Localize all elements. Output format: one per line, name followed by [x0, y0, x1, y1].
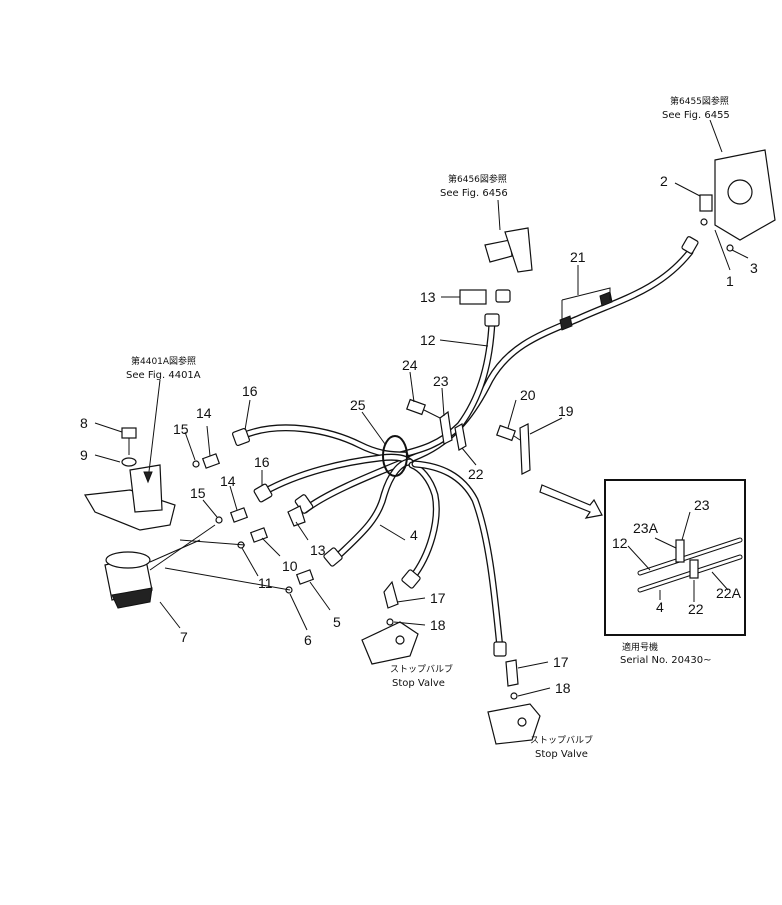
part-number-15-lower: 15 — [190, 485, 206, 501]
part-number-14-lower: 14 — [220, 473, 236, 489]
stop-valve-left — [361, 580, 419, 665]
part-number-10: 10 — [282, 558, 298, 574]
part-number-13-upper: 13 — [420, 289, 436, 305]
part-number-17-left: 17 — [430, 590, 446, 606]
inset-caption-en: Serial No. 20430~ — [620, 655, 711, 666]
stop-valve-left-en: Stop Valve — [392, 678, 445, 689]
part-number-16-lower: 16 — [254, 454, 270, 470]
inset-label-4: 4 — [656, 599, 664, 615]
bracket — [84, 379, 176, 531]
part-number-21: 21 — [570, 249, 586, 265]
inset-label-23a: 23A — [633, 520, 659, 536]
hose-group — [238, 248, 694, 652]
upper-fittings — [459, 227, 533, 305]
inset-box — [604, 479, 746, 636]
part-number-1: 1 — [726, 273, 734, 289]
inset-label-22: 22 — [688, 601, 704, 617]
part-number-17-right: 17 — [553, 654, 569, 670]
clamps-center — [406, 398, 531, 475]
inset-arrow — [539, 484, 603, 519]
pump-7 — [104, 524, 216, 609]
inset-labels: 12 23A 23 4 22 22A 適用号機 Serial No. 20430… — [612, 497, 742, 666]
fig-4401a-ref-jp: 第4401A図参照 — [131, 355, 196, 367]
hose-21-clamps — [559, 287, 613, 331]
small-fittings — [164, 453, 315, 594]
part-number-6: 6 — [304, 632, 312, 648]
part-number-11: 11 — [258, 575, 273, 591]
part-number-4: 4 — [410, 527, 418, 543]
inset-label-23: 23 — [694, 497, 710, 513]
fig-6455-ref-jp: 第6455図参照 — [670, 95, 729, 107]
fig-6456-ref-jp: 第6456図参照 — [448, 173, 507, 185]
part-number-18-left: 18 — [430, 617, 446, 633]
stop-valve-left-jp: ストップバルブ — [390, 663, 453, 675]
inset-caption-jp: 適用号機 — [622, 641, 658, 653]
part-number-20: 20 — [520, 387, 536, 403]
fig-4401a-ref-en: See Fig. 4401A — [126, 370, 201, 381]
hose-fittings — [231, 236, 699, 657]
fig-6455-ref-en: See Fig. 6455 — [662, 110, 730, 121]
leader-lines — [94, 119, 749, 697]
figure-references: 第6455図参照 See Fig. 6455 第6456図参照 See Fig.… — [126, 95, 730, 381]
part-number-12: 12 — [420, 332, 436, 348]
part-number-25: 25 — [350, 397, 366, 413]
part-number-24: 24 — [402, 357, 418, 373]
stop-valve-right — [487, 659, 541, 745]
part-number-5: 5 — [333, 614, 341, 630]
part-number-19: 19 — [558, 403, 574, 419]
part-number-9: 9 — [80, 447, 88, 463]
part-number-23: 23 — [433, 373, 449, 389]
part-number-13-lower: 13 — [310, 542, 326, 558]
part-number-3: 3 — [750, 260, 758, 276]
part-number-8: 8 — [80, 415, 88, 431]
part-number-15-upper: 15 — [173, 421, 189, 437]
part-number-14-upper: 14 — [196, 405, 212, 421]
inset-label-12: 12 — [612, 535, 628, 551]
stop-valve-right-en: Stop Valve — [535, 749, 588, 760]
clamp-25 — [382, 435, 408, 477]
motor-6455 — [699, 149, 776, 252]
inset-label-22a: 22A — [716, 585, 742, 601]
part-number-16-upper: 16 — [242, 383, 258, 399]
fig-6456-ref-en: See Fig. 6456 — [440, 188, 508, 199]
stop-valve-right-jp: ストップバルブ — [530, 734, 593, 746]
part-number-7: 7 — [180, 629, 188, 645]
stop-valve-captions: ストップバルブ Stop Valve ストップバルブ Stop Valve — [390, 663, 593, 760]
part-number-22: 22 — [468, 466, 484, 482]
part-numbers: 1 2 3 4 5 6 7 8 9 10 11 12 13 13 14 14 1… — [80, 173, 758, 696]
part-number-2: 2 — [660, 173, 668, 189]
part-number-18-right: 18 — [555, 680, 571, 696]
